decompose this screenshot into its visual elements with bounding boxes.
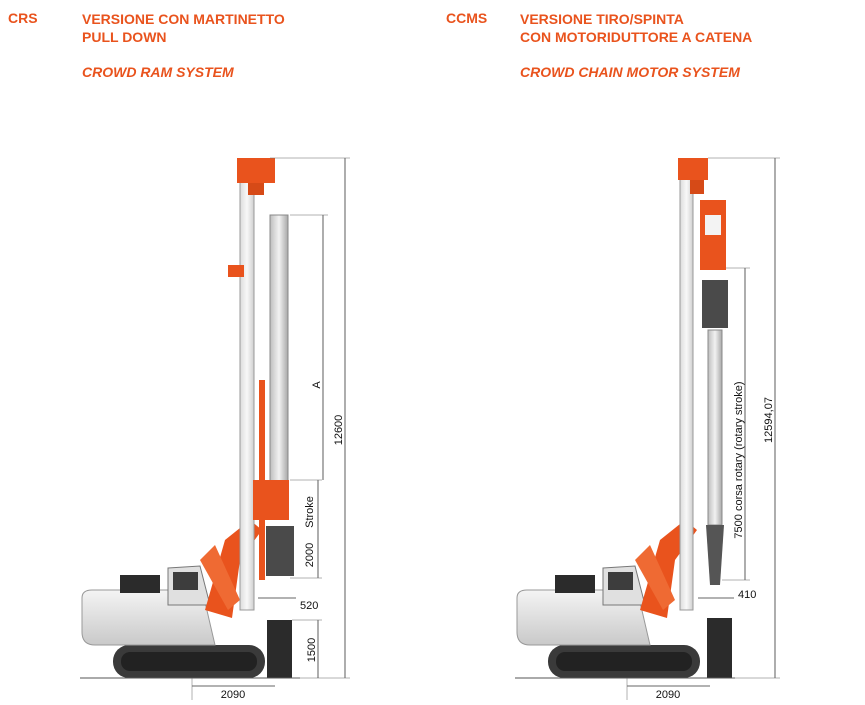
left-base-dim: 2090 bbox=[221, 689, 245, 701]
right-engine-cover bbox=[555, 575, 595, 593]
left-title-line1: VERSIONE CON MARTINETTO bbox=[82, 11, 285, 27]
right-mast-head bbox=[678, 158, 708, 180]
left-casing bbox=[267, 620, 292, 678]
right-title-line1: VERSIONE TIRO/SPINTA bbox=[520, 11, 684, 27]
left-code: CRS bbox=[8, 10, 38, 26]
left-engine-cover bbox=[120, 575, 160, 593]
right-auger bbox=[706, 525, 724, 585]
right-dimensions: 12594,07 7500 corsa rotary (rotary strok… bbox=[626, 157, 780, 701]
right-kelly bbox=[707, 329, 723, 526]
right-mast bbox=[679, 174, 694, 611]
right-subtitle: CROWD CHAIN MOTOR SYSTEM bbox=[520, 64, 740, 80]
right-code: CCMS bbox=[446, 10, 488, 26]
right-rig bbox=[515, 158, 735, 679]
right-stroke-dim: 7500 corsa rotary (rotary stroke) bbox=[733, 381, 745, 538]
left-stroke-dim: 2000 bbox=[304, 543, 316, 567]
left-rig bbox=[80, 158, 300, 679]
right-offset-dim: 410 bbox=[738, 589, 756, 601]
left-height-dim: 12600 bbox=[333, 415, 345, 446]
right-tool bbox=[702, 280, 728, 328]
left-rotary-head bbox=[253, 480, 289, 520]
left-offset-dim: 520 bbox=[300, 600, 318, 612]
left-depth-dim: 1500 bbox=[306, 638, 318, 662]
right-height-dim: 12594,07 bbox=[763, 397, 775, 443]
left-tool bbox=[266, 526, 294, 576]
right-title-line2: CON MOTORIDUTTORE A CATENA bbox=[520, 29, 753, 45]
left-kelly bbox=[269, 214, 289, 506]
left-dimensions: 12600 A Stroke 2000 520 1500 2090 bbox=[191, 157, 350, 701]
left-mast bbox=[239, 169, 255, 611]
left-a-dim: A bbox=[311, 381, 323, 389]
left-title: VERSIONE CON MARTINETTO PULL DOWN bbox=[82, 10, 285, 46]
left-title-line2: PULL DOWN bbox=[82, 29, 167, 45]
right-base-dim: 2090 bbox=[656, 689, 680, 701]
right-casing bbox=[707, 618, 732, 678]
left-mast-head bbox=[237, 158, 275, 183]
right-title: VERSIONE TIRO/SPINTA CON MOTORIDUTTORE A… bbox=[520, 10, 752, 46]
left-subtitle: CROWD RAM SYSTEM bbox=[82, 64, 234, 80]
left-stroke-label: Stroke bbox=[304, 496, 316, 528]
